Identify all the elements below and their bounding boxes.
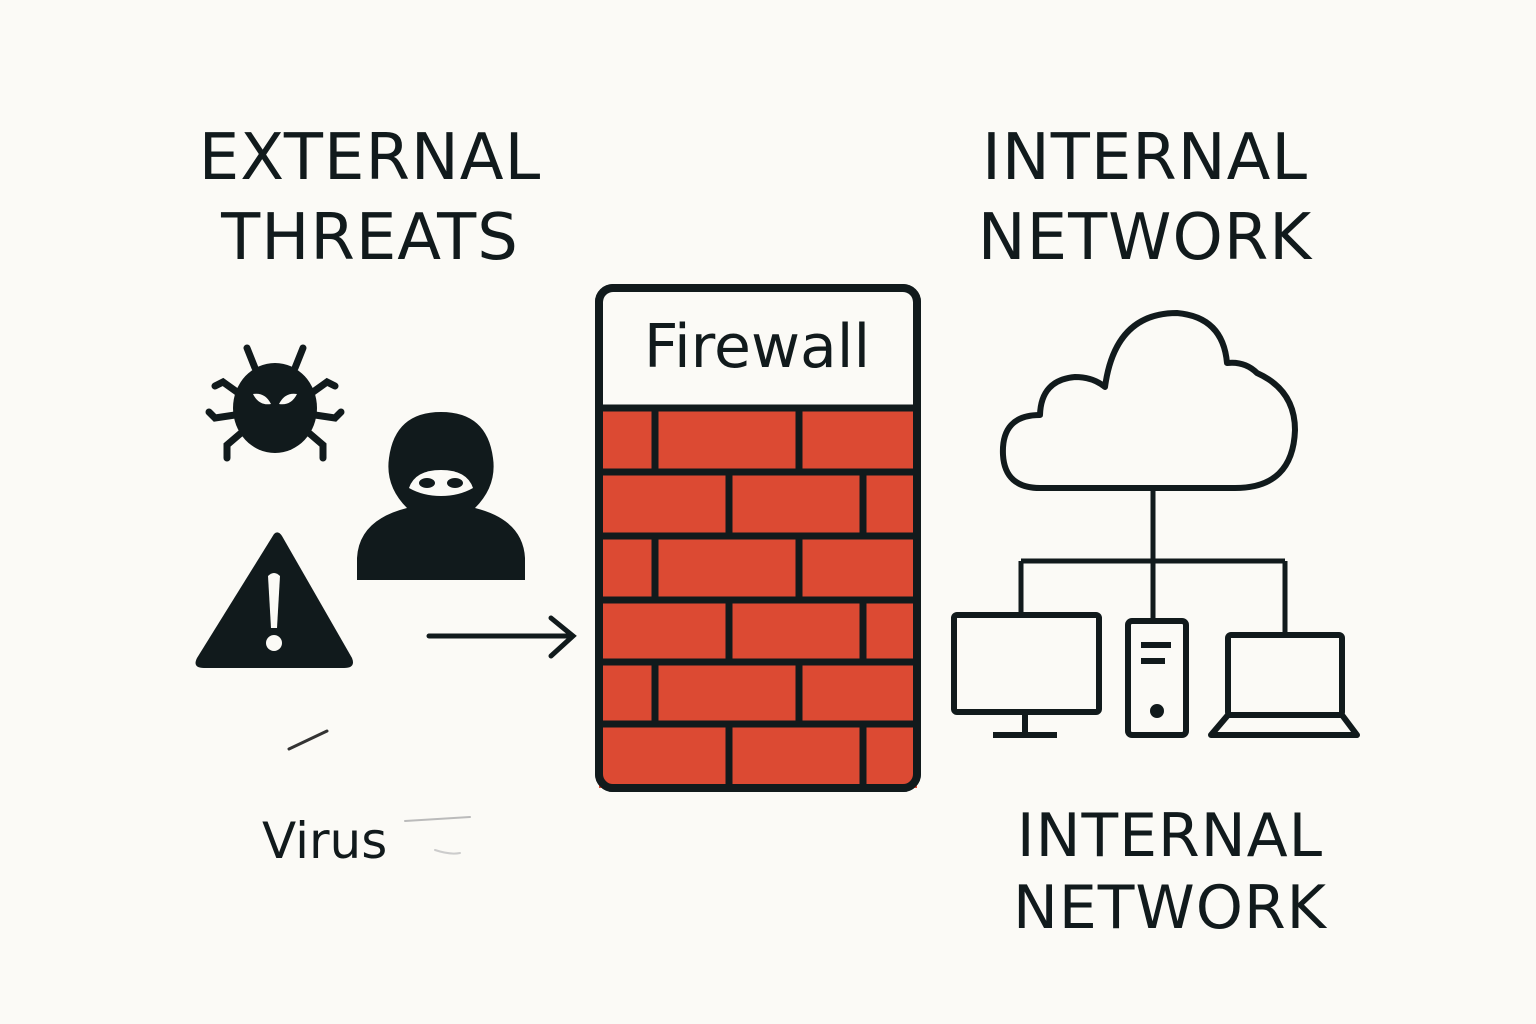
bug-icon <box>205 344 345 462</box>
server-tower-icon <box>1125 618 1189 738</box>
sketch-mark <box>287 729 471 855</box>
firewall-label: Firewall <box>643 312 871 382</box>
network-diagram <box>951 310 1360 738</box>
arrow-right-icon <box>426 615 577 659</box>
hacker-icon <box>357 412 525 580</box>
external-threats-title-line1: EXTERNAL <box>198 121 542 195</box>
warning-icon <box>195 532 353 668</box>
virus-label: Virus <box>262 812 388 870</box>
firewall-wall <box>595 284 921 792</box>
laptop-icon <box>1208 632 1360 738</box>
desktop-monitor-icon <box>951 612 1102 738</box>
internal-network-title-line2: NETWORK <box>977 201 1313 275</box>
cloud-icon <box>999 310 1298 491</box>
internal-network-bottom-line2: NETWORK <box>1012 873 1328 943</box>
internal-network-bottom-line1: INTERNAL <box>1016 801 1324 871</box>
internal-network-bottom-label: INTERNAL NETWORK <box>1000 800 1340 944</box>
network-connectors <box>1018 488 1288 635</box>
internal-network-title: INTERNAL NETWORK <box>950 118 1340 278</box>
internal-network-title-line1: INTERNAL <box>981 121 1309 195</box>
external-threats-title-line2: THREATS <box>221 201 519 275</box>
external-threats-title: EXTERNAL THREATS <box>170 118 570 278</box>
